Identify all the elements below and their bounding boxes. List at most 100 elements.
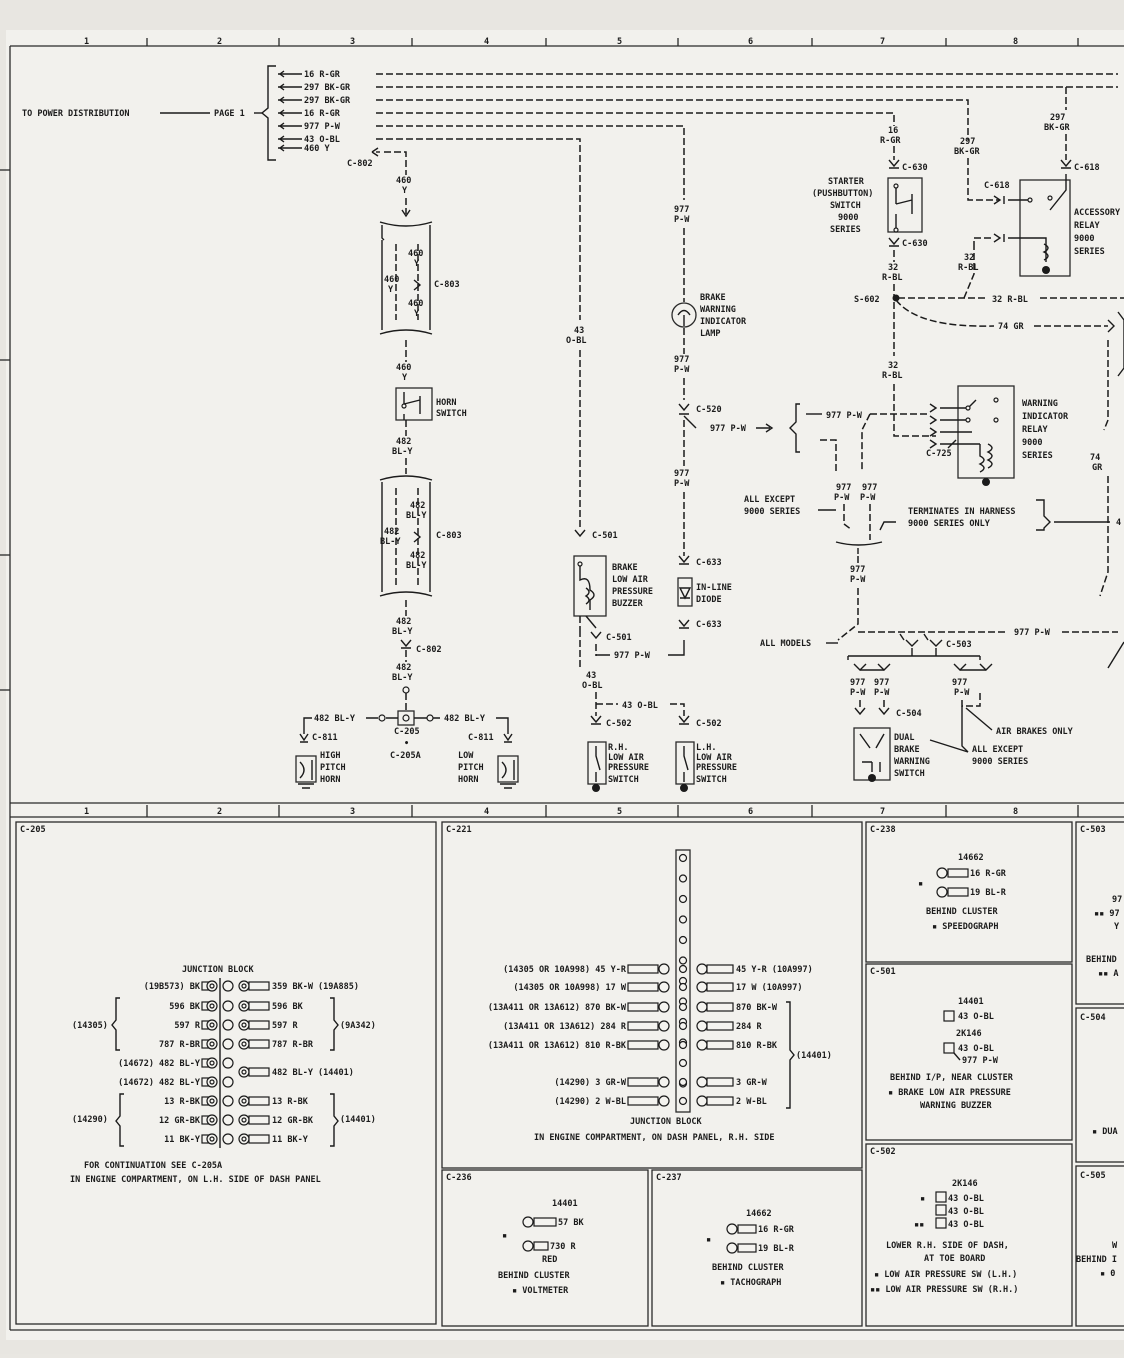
c504-panel: C-504 ▪ DUA bbox=[1075, 1007, 1124, 1163]
c236-num: 14401 bbox=[552, 1199, 578, 1209]
lh-1: L.H. bbox=[696, 743, 716, 753]
horn-switch-1: HORN bbox=[436, 398, 456, 408]
grid-4: 4 bbox=[484, 37, 489, 47]
lamp-pw-b: P-W bbox=[674, 365, 690, 375]
c205-right-label: 787 R-BR bbox=[272, 1040, 314, 1050]
c803-b: C-803 bbox=[436, 531, 462, 541]
c205-right-label: 11 BK-Y bbox=[272, 1135, 309, 1145]
c811-left: C-811 bbox=[312, 733, 338, 743]
wr-5: SERIES bbox=[1022, 451, 1053, 461]
lamp-977: 977 bbox=[674, 205, 689, 215]
dual-1: DUAL bbox=[894, 733, 914, 743]
lamp-3: INDICATOR bbox=[700, 317, 747, 327]
c238-panel: C-238 14662 16 R-GR ▪ 19 BL-R BEHIND CLU… bbox=[865, 821, 1073, 963]
horn-bly-e: BL-Y bbox=[392, 627, 413, 637]
c205-left-label: (14672) 482 BL-Y bbox=[118, 1059, 201, 1069]
st-rgr: R-GR bbox=[880, 136, 901, 146]
c237-id: C-237 bbox=[656, 1173, 682, 1183]
c205-group-9a342: (9A342) bbox=[340, 1021, 376, 1031]
wr-977-d: 977 bbox=[850, 678, 865, 688]
st-rbl: R-BL bbox=[882, 273, 902, 283]
wr-1: WARNING bbox=[1022, 399, 1058, 409]
bus-wire-label: 977 P-W bbox=[304, 122, 341, 132]
buzzer-1: BRAKE bbox=[612, 563, 638, 573]
c502-panel: C-502 2K146 ▪ 43 O-BL 43 O-BL ▪▪ 43 O-BL… bbox=[865, 1143, 1073, 1327]
rh-switch-box bbox=[587, 741, 607, 785]
c802-b: C-802 bbox=[416, 645, 442, 655]
c221-right-label: 45 Y-R (10A997) bbox=[736, 965, 813, 975]
except2-1: ALL EXCEPT bbox=[972, 745, 1023, 755]
grid-mid-6: 6 bbox=[748, 807, 753, 817]
c803-a: C-803 bbox=[434, 280, 460, 290]
c503b-t2: ▪▪ 97 bbox=[1094, 909, 1120, 919]
low-horn-3: HORN bbox=[458, 775, 478, 785]
wr-pw-d: P-W bbox=[850, 688, 866, 698]
wr-977-a: 977 bbox=[836, 483, 851, 493]
c205-left-label: 13 R-BK bbox=[164, 1097, 201, 1107]
c221-left-label: (14290) 3 GR-W bbox=[554, 1078, 627, 1088]
c205-label: C-205 bbox=[394, 727, 420, 737]
horn-482bly-left: 482 BL-Y bbox=[314, 714, 356, 724]
wr-977-e: 977 bbox=[874, 678, 889, 688]
c501b-loc: BEHIND I/P, NEAR CLUSTER bbox=[890, 1073, 1014, 1083]
c237-a: 16 R-GR bbox=[758, 1225, 795, 1235]
horn-switch-2: SWITCH bbox=[436, 409, 467, 419]
power-page: PAGE 1 bbox=[214, 109, 245, 119]
st-rbl-b: R-BL bbox=[958, 263, 978, 273]
grid-mid-4: 4 bbox=[484, 807, 489, 817]
acc-3: 9000 bbox=[1074, 234, 1094, 244]
grid-6: 6 bbox=[748, 37, 753, 47]
c502b-a: 43 O-BL bbox=[948, 1194, 984, 1204]
c502b-c: 43 O-BL bbox=[948, 1220, 984, 1230]
power-label: TO POWER DISTRIBUTION bbox=[22, 109, 129, 119]
brake-obl-b: O-BL bbox=[582, 681, 602, 691]
c205a-label: C-205A bbox=[390, 751, 421, 761]
horn-482-b: 482 bbox=[410, 501, 425, 511]
c205-left-label: 596 BK bbox=[169, 1002, 201, 1012]
brake-lamp-icon bbox=[671, 302, 697, 328]
grid-mid-3: 3 bbox=[350, 807, 355, 817]
horn-y-d: Y bbox=[414, 309, 420, 319]
bus-wire-label: 16 R-GR bbox=[304, 109, 341, 119]
horn-bly-a: BL-Y bbox=[392, 447, 413, 457]
c221-right-label: 2 W-BL bbox=[736, 1097, 767, 1107]
low-horn-symbol bbox=[497, 755, 519, 783]
except-2: 9000 SERIES bbox=[744, 507, 800, 517]
c633-a: C-633 bbox=[696, 558, 722, 568]
c238-id: C-238 bbox=[870, 825, 896, 835]
wr-pw-c: P-W bbox=[850, 575, 866, 585]
brake-43obl: 43 O-BL bbox=[622, 701, 658, 711]
wr-977pw-c503: 977 P-W bbox=[1014, 628, 1051, 638]
w297-label: 297 bbox=[1050, 113, 1065, 123]
lamp-2: WARNING bbox=[700, 305, 736, 315]
st-32: 32 bbox=[888, 263, 898, 273]
st-74gr: 74 GR bbox=[998, 322, 1024, 332]
grid-mid-8: 8 bbox=[1013, 807, 1018, 817]
starter-5: SERIES bbox=[830, 225, 861, 235]
c502b-num: 2K146 bbox=[952, 1179, 978, 1189]
c221-left-label: (13A411 OR 13A612) 870 BK-W bbox=[488, 1003, 627, 1013]
brake-977pw-low: 977 P-W bbox=[614, 651, 651, 661]
acc-1: ACCESSORY bbox=[1074, 208, 1121, 218]
c221-right-label: 810 R-BK bbox=[736, 1041, 778, 1051]
bus-wire-label: 460 Y bbox=[304, 144, 330, 154]
c502-marker: ▪ bbox=[920, 1194, 925, 1204]
c205-left-label: 12 GR-BK bbox=[159, 1116, 201, 1126]
c505b-id: C-505 bbox=[1080, 1171, 1106, 1181]
c520-977pw: 977 P-W bbox=[710, 424, 747, 434]
wr-977-f: 977 bbox=[952, 678, 967, 688]
c205-group-14401: (14401) bbox=[340, 1115, 376, 1125]
power-distribution: TO POWER DISTRIBUTION PAGE 1 16 R-GR297 … bbox=[22, 65, 1118, 320]
st-32-b: 32 bbox=[964, 253, 974, 263]
acc-4: SERIES bbox=[1074, 247, 1105, 257]
lamp-4: LAMP bbox=[700, 329, 720, 339]
horn-switch-box bbox=[395, 387, 433, 421]
lamp-1: BRAKE bbox=[700, 293, 726, 303]
edge-gr: GR bbox=[1092, 463, 1103, 473]
rh-2: LOW AIR bbox=[608, 753, 645, 763]
c221-id: C-221 bbox=[446, 825, 472, 835]
st-297: 297 bbox=[960, 137, 975, 147]
wr-pw-b: P-W bbox=[860, 493, 876, 503]
